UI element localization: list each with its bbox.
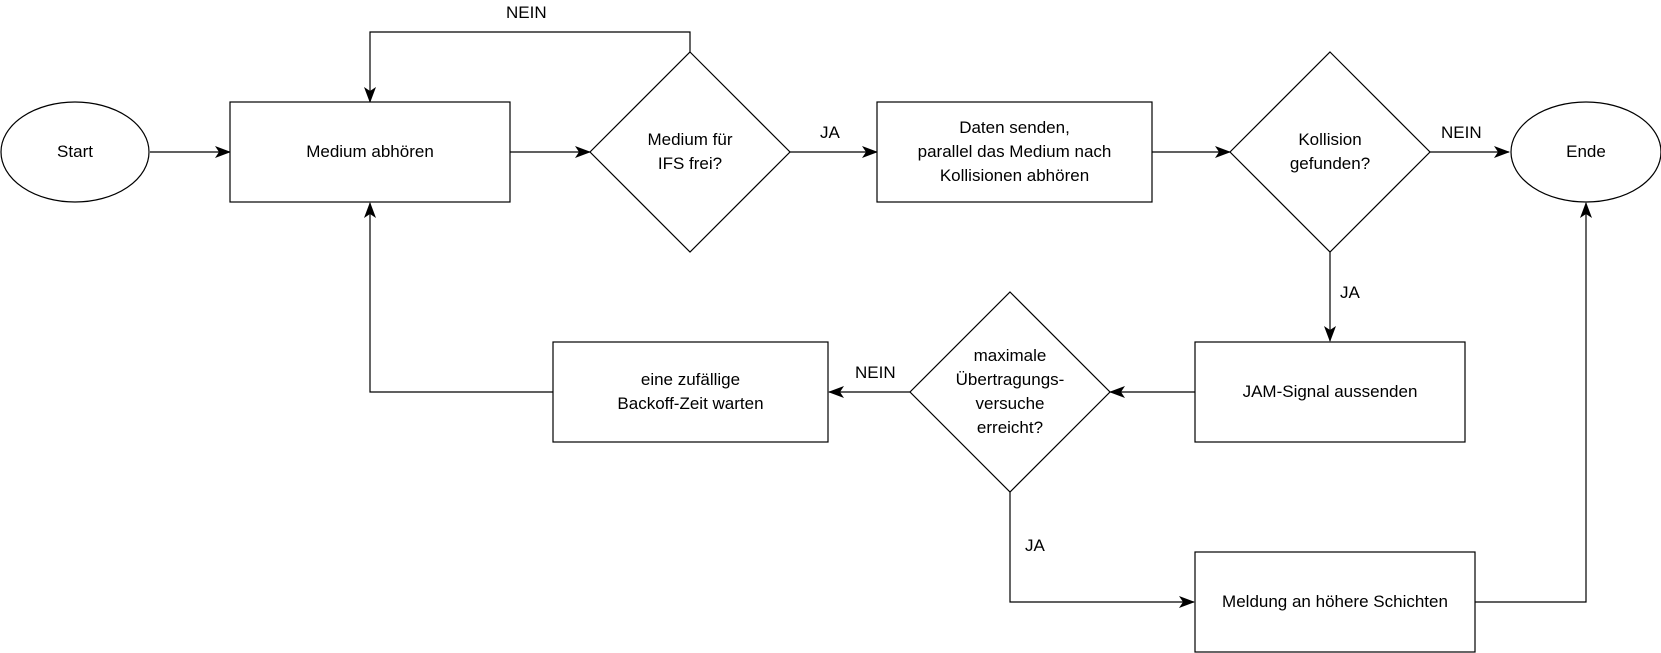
max-yes-edge-label: JA — [1025, 536, 1045, 555]
collision-label: Kollision gefunden? — [1289, 130, 1371, 173]
max-attempts-label: maximale Übertragungs- versuche erreicht… — [955, 346, 1065, 437]
end-label: Ende — [1566, 142, 1606, 161]
edge-ifs-no-loop — [364, 31, 691, 103]
collision-decision — [1229, 51, 1431, 253]
send-data-box — [876, 101, 1153, 203]
listen-medium-label: Medium abhören — [306, 142, 434, 161]
max-no-edge-label: NEIN — [855, 363, 896, 382]
backoff-box — [552, 341, 829, 443]
backoff-label: eine zufällige Backoff-Zeit warten — [617, 370, 764, 413]
max-attempts-decision — [909, 291, 1111, 493]
end-node — [1510, 101, 1661, 203]
start-label: Start — [57, 142, 93, 161]
collision-no-edge-label: NEIN — [1441, 123, 1482, 142]
ifs-free-label: Medium für IFS frei? — [647, 130, 733, 173]
ifs-no-edge-label: NEIN — [506, 3, 547, 22]
ifs-yes-edge-label: JA — [820, 123, 840, 142]
edge-backoff-to-listen — [364, 202, 553, 393]
report-box — [1194, 551, 1476, 653]
start-node — [0, 101, 150, 203]
edge-report-to-end — [1475, 202, 1592, 603]
send-data-label: Daten senden, parallel das Medium nach K… — [917, 118, 1112, 185]
edge-max-yes-to-report — [1009, 492, 1195, 608]
jam-signal-box — [1194, 341, 1466, 443]
ifs-free-decision — [589, 51, 791, 253]
jam-signal-label: JAM-Signal aussenden — [1242, 382, 1418, 401]
report-label: Meldung an höhere Schichten — [1222, 592, 1448, 611]
listen-medium-box — [229, 101, 511, 203]
collision-yes-edge-label: JA — [1340, 283, 1360, 302]
